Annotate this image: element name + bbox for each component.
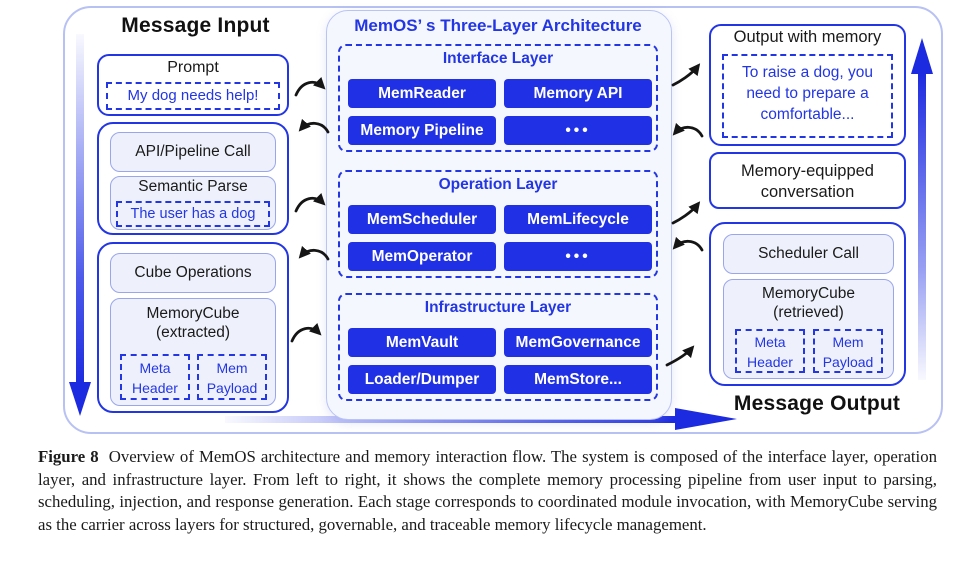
semantic-parse-note: The user has a dog — [116, 201, 270, 227]
scheduler-call-label: Scheduler Call — [758, 245, 859, 262]
arrow-parse-to-operation-icon — [294, 193, 326, 213]
prompt-note: My dog needs help! — [106, 82, 280, 110]
scheduler-call-box: Scheduler Call — [723, 234, 894, 274]
flow-down-arrow-icon — [69, 34, 91, 416]
flow-up-arrow-icon — [911, 38, 933, 380]
meta-header-box-right: Meta Header — [735, 329, 805, 373]
module-memvault: MemVault — [348, 328, 496, 357]
memorycube-title: MemoryCube — [146, 305, 240, 322]
arrow-operation-to-conversation-icon — [671, 201, 701, 225]
module-loader-dumper: Loader/Dumper — [348, 365, 496, 394]
message-output-title: Message Output — [733, 392, 901, 415]
memory-equipped-conversation-label: Memory-equipped conversation — [741, 162, 874, 201]
semantic-parse-box: Semantic Parse The user has a dog — [110, 176, 276, 230]
memorycube-retrieved-title: MemoryCube — [761, 285, 856, 302]
cube-operations-box: Cube Operations — [110, 253, 276, 293]
module-memstore-more: MemStore... — [504, 365, 652, 394]
module-memgovernance: MemGovernance — [504, 328, 652, 357]
prompt-label: Prompt — [167, 59, 219, 76]
operation-layer-section: Operation Layer MemScheduler MemLifecycl… — [338, 170, 658, 278]
cube-group-box: Cube Operations MemoryCube (extracted) M… — [97, 242, 289, 413]
arrow-cube-to-infrastructure-icon — [290, 323, 322, 343]
infrastructure-layer-title: Infrastructure Layer — [424, 299, 572, 316]
module-interface-more: ••• — [504, 116, 652, 145]
figure-caption-label: Figure 8 — [38, 447, 99, 466]
memorycube-retrieved-state: (retrieved) — [773, 304, 844, 321]
semantic-parse-label: Semantic Parse — [138, 178, 248, 195]
operation-layer-title: Operation Layer — [438, 176, 558, 193]
interface-layer-section: Interface Layer MemReader Memory API Mem… — [338, 44, 658, 152]
scheduler-group-box: Scheduler Call MemoryCube (retrieved) Me… — [709, 222, 906, 386]
arrow-interface-to-parse-icon — [298, 118, 330, 134]
arrow-output-to-interface-icon — [672, 122, 704, 138]
mem-payload-box-right: Mem Payload — [813, 329, 883, 373]
memory-equipped-conversation-box: Memory-equipped conversation — [709, 152, 906, 209]
parse-group-box: API/Pipeline Call Semantic Parse The use… — [97, 122, 289, 235]
api-pipeline-call-label: API/Pipeline Call — [135, 143, 251, 160]
mem-payload-box: Mem Payload — [197, 354, 267, 400]
meta-header-box: Meta Header — [120, 354, 190, 400]
module-memreader: MemReader — [348, 79, 496, 108]
infrastructure-layer-section: Infrastructure Layer MemVault MemGoverna… — [338, 293, 658, 401]
figure-caption-text: Overview of MemOS architecture and memor… — [38, 447, 937, 534]
output-with-memory-box: Output with memory To raise a dog, you n… — [709, 24, 906, 146]
module-memscheduler: MemScheduler — [348, 205, 496, 234]
arrow-operation-to-cube-icon — [298, 245, 330, 261]
arrow-infrastructure-to-memorycube-icon — [665, 345, 695, 367]
api-pipeline-call-box: API/Pipeline Call — [110, 132, 276, 172]
message-input-title: Message Input — [121, 14, 270, 37]
arrow-scheduler-to-operation-icon — [672, 236, 704, 252]
module-memory-api: Memory API — [504, 79, 652, 108]
memorycube-extracted-box: MemoryCube (extracted) Meta Header Mem P… — [110, 298, 276, 406]
memorycube-state: (extracted) — [155, 324, 231, 341]
arrow-prompt-to-interface-icon — [294, 77, 326, 97]
output-note: To raise a dog, you need to prepare a co… — [722, 54, 893, 138]
module-memlifecycle: MemLifecycle — [504, 205, 652, 234]
output-with-memory-label: Output with memory — [733, 28, 882, 46]
arrow-interface-to-output-icon — [671, 63, 701, 87]
architecture-title: MemOS’ s Three-Layer Architecture — [354, 16, 642, 35]
module-memory-pipeline: Memory Pipeline — [348, 116, 496, 145]
cube-operations-label: Cube Operations — [134, 264, 252, 281]
interface-layer-title: Interface Layer — [442, 50, 554, 67]
prompt-box: Prompt My dog needs help! — [97, 54, 289, 116]
memorycube-retrieved-box: MemoryCube (retrieved) Meta Header Mem P… — [723, 279, 894, 379]
module-operation-more: ••• — [504, 242, 652, 271]
module-memoperator: MemOperator — [348, 242, 496, 271]
